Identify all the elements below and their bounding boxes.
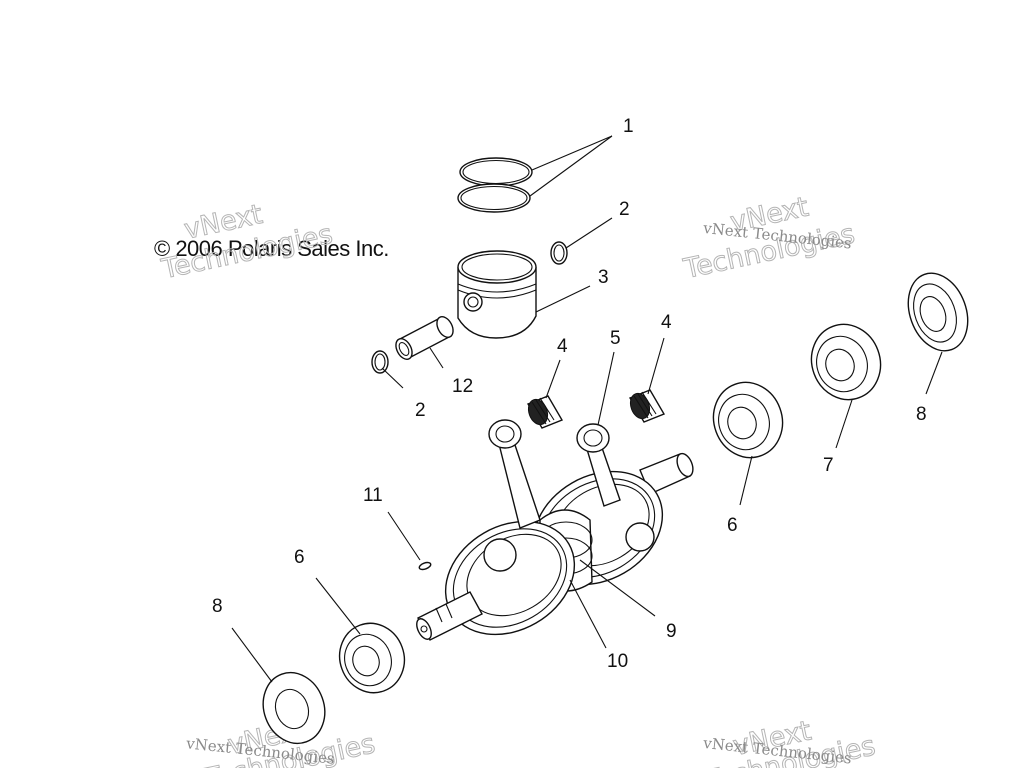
piston bbox=[457, 250, 537, 339]
callout-4-left: 4 bbox=[557, 336, 568, 357]
crankshaft bbox=[416, 452, 694, 641]
copyright-notice: © 2006 Polaris Sales Inc. bbox=[154, 236, 389, 261]
callout-6-right: 6 bbox=[727, 515, 738, 536]
callout-8-left: 8 bbox=[212, 596, 223, 617]
callout-labels: 1 2 3 2 12 4 5 4 6 7 8 11 6 8 9 10 bbox=[212, 116, 927, 672]
bearing-right bbox=[712, 381, 784, 459]
circlip-lower bbox=[371, 350, 389, 374]
seal-right bbox=[907, 272, 969, 352]
connecting-rod-right bbox=[576, 423, 621, 507]
connecting-rod-left bbox=[488, 419, 541, 529]
callout-1: 1 bbox=[623, 116, 634, 137]
callout-12: 12 bbox=[452, 376, 473, 397]
bearing-outer bbox=[810, 323, 882, 401]
seal-left bbox=[262, 671, 326, 745]
needle-bearing-left bbox=[526, 395, 564, 429]
piston-rings bbox=[457, 157, 533, 213]
callout-10: 10 bbox=[607, 651, 628, 672]
callout-8-right: 8 bbox=[916, 404, 927, 425]
watermark-right-top: vNext Technologies vNext Technologies bbox=[680, 191, 858, 286]
needle-bearing-right bbox=[628, 389, 666, 423]
piston-pin bbox=[395, 316, 454, 360]
callout-2-upper: 2 bbox=[619, 199, 630, 220]
callout-5: 5 bbox=[610, 328, 621, 349]
leader-lines bbox=[231, 135, 943, 683]
callout-2-lower: 2 bbox=[415, 400, 426, 421]
callout-4-right: 4 bbox=[661, 312, 672, 333]
callout-9: 9 bbox=[666, 621, 677, 642]
circlip-upper bbox=[550, 241, 568, 265]
watermark-left-top: vNext Technologies bbox=[158, 198, 336, 285]
callout-3: 3 bbox=[598, 267, 609, 288]
woodruff-key bbox=[418, 561, 432, 571]
bearing-left bbox=[338, 622, 406, 694]
callout-7: 7 bbox=[823, 455, 834, 476]
watermark-right-bottom: vNext Technologies vNext Technologies bbox=[700, 715, 878, 768]
callout-6-left: 6 bbox=[294, 547, 305, 568]
callout-11: 11 bbox=[363, 485, 383, 506]
